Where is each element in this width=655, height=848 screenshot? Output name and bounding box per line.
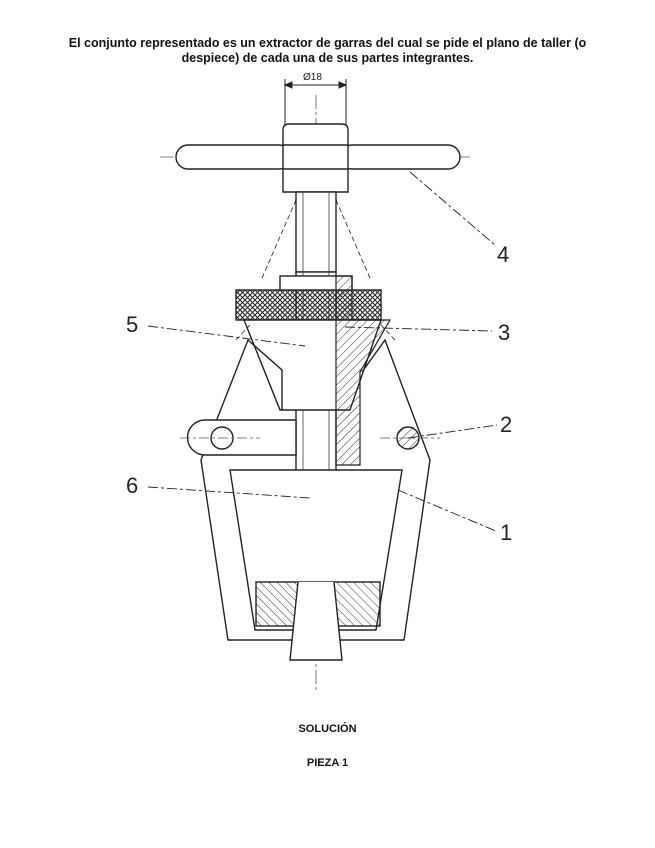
part-2-pin — [180, 419, 440, 456]
part-4-t-handle — [175, 123, 461, 193]
dimension-d18 — [283, 79, 348, 125]
callout-1: 1 — [500, 520, 512, 545]
part-3-sleeve — [335, 275, 392, 466]
part-1-body — [200, 199, 431, 661]
piece-heading: PIEZA 1 — [306, 757, 349, 769]
callout-2: 2 — [500, 412, 512, 437]
callout-5: 5 — [126, 312, 138, 337]
callout-4: 4 — [497, 242, 509, 267]
callout-3: 3 — [498, 320, 510, 345]
callout-6: 6 — [126, 473, 138, 498]
dimension-label: Ø18 — [303, 72, 322, 83]
leader-lines — [147, 171, 498, 532]
page-title: El conjunto representado es un extractor… — [68, 36, 587, 65]
solution-heading: SOLUCIÓN — [298, 723, 357, 735]
